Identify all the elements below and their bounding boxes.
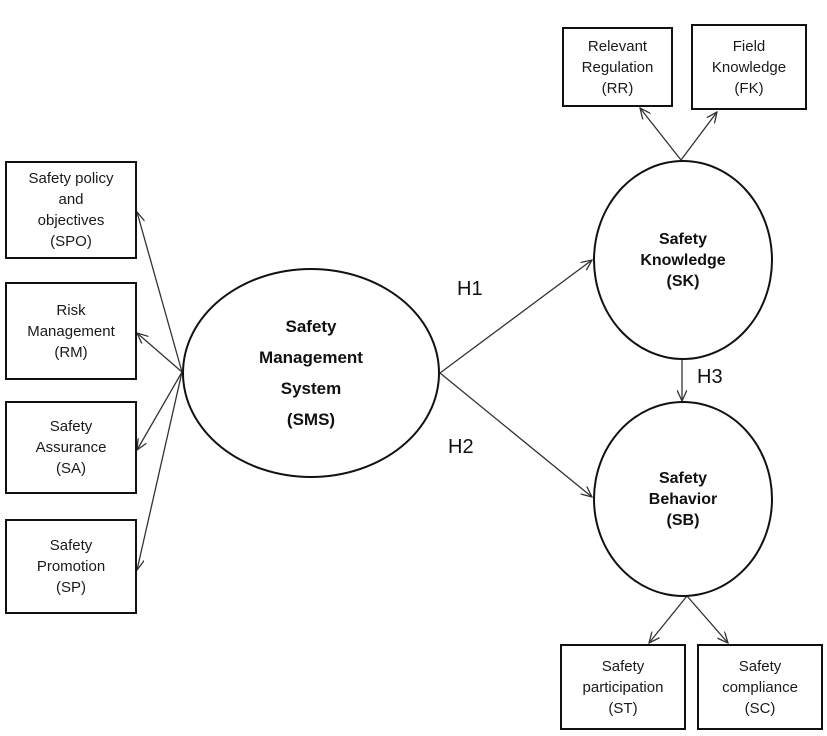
st-line-3: (ST) <box>608 699 638 717</box>
sb-circle: Safety Behavior (SB) <box>593 401 773 597</box>
arrow-sb-to-st <box>649 595 688 643</box>
sb-line-1: Safety <box>658 469 708 487</box>
sc-line-3: (SC) <box>744 699 776 717</box>
rr-line-2: Regulation <box>581 58 654 76</box>
sms-line-4: (SMS) <box>286 410 336 429</box>
arrow-sk-to-rr <box>640 108 682 161</box>
hypothesis-h1-label: H1 <box>457 278 483 300</box>
st-box: Safety participation (ST) <box>560 644 686 730</box>
sc-box: Safety compliance (SC) <box>697 644 823 730</box>
fk-line-1: Field <box>732 37 766 55</box>
arrow-sms-to-spo <box>137 212 183 373</box>
sp-box: Safety Promotion (SP) <box>5 519 137 614</box>
sb-line-3: (SB) <box>666 511 700 529</box>
rr-line-1: Relevant <box>587 37 648 55</box>
st-line-2: participation <box>582 678 664 696</box>
sa-line-1: Safety <box>49 418 93 435</box>
sp-line-2: Promotion <box>36 558 106 575</box>
fk-line-3: (FK) <box>734 79 764 97</box>
rm-line-2: Management <box>27 322 115 340</box>
sms-line-2: Management <box>259 348 363 367</box>
rm-line-3: (RM) <box>54 343 88 361</box>
sp-line-1: Safety <box>49 537 93 554</box>
rm-box: Risk Management (RM) <box>5 282 137 380</box>
spo-line-1: Safety policy <box>28 170 114 187</box>
arrow-sms-to-sa <box>137 371 183 450</box>
fk-box: Field Knowledge (FK) <box>691 24 807 110</box>
sk-line-2: Knowledge <box>640 251 726 269</box>
arrow-sms-to-rm <box>137 333 183 373</box>
fk-line-2: Knowledge <box>711 58 787 76</box>
sk-line-1: Safety <box>658 230 708 248</box>
sk-line-3: (SK) <box>666 272 700 290</box>
arrow-h2-sms-to-sb <box>439 372 592 497</box>
sms-line-1: Safety <box>285 317 337 336</box>
sb-line-2: Behavior <box>648 490 718 508</box>
sc-line-1: Safety <box>738 657 782 675</box>
arrow-h1-sms-to-sk <box>439 260 592 374</box>
st-line-1: Safety <box>601 657 645 675</box>
sa-line-3: (SA) <box>56 460 86 477</box>
rm-line-1: Risk <box>56 301 86 319</box>
hypothesis-h3-label: H3 <box>697 366 723 388</box>
arrow-sb-to-sc <box>686 595 728 643</box>
sms-line-3: System <box>280 379 342 398</box>
sc-line-2: compliance <box>722 678 798 696</box>
spo-line-4: (SPO) <box>50 233 92 250</box>
spo-line-3: objectives <box>37 212 105 229</box>
spo-box: Safety policy and objectives (SPO) <box>5 161 137 259</box>
hypothesis-h2-label: H2 <box>448 436 474 458</box>
sk-circle: Safety Knowledge (SK) <box>593 160 773 360</box>
arrow-sk-to-fk <box>680 112 717 161</box>
sa-box: Safety Assurance (SA) <box>5 401 137 494</box>
sa-line-2: Assurance <box>35 439 107 456</box>
rr-box: Relevant Regulation (RR) <box>562 27 673 107</box>
sp-line-3: (SP) <box>56 579 86 596</box>
rr-line-3: (RR) <box>601 79 634 97</box>
sms-ellipse: Safety Management System (SMS) <box>182 268 440 478</box>
spo-line-2: and <box>58 191 84 208</box>
arrow-sms-to-sp <box>137 371 183 570</box>
